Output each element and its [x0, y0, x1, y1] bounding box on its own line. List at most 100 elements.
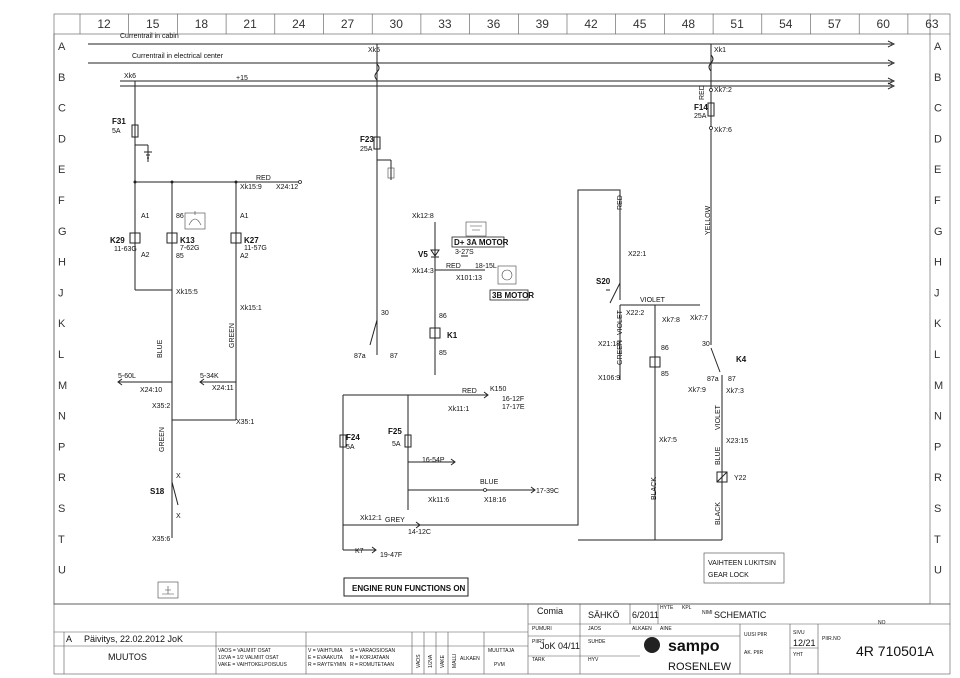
row-letter: S [934, 503, 941, 515]
row-letter: T [58, 534, 65, 546]
tb-schematic: SCHEMATIC [714, 610, 767, 620]
x22-2-label: X22:2 [626, 310, 644, 317]
wire-violet-b: VIOLET [617, 309, 624, 335]
row-letter: G [934, 226, 943, 238]
tb-piirt: PIIRT [532, 639, 545, 645]
k13-85: 85 [176, 253, 184, 260]
row-letter: J [58, 287, 64, 299]
xk7-7-label: Xk7:7 [690, 315, 708, 322]
k1-85: 85 [439, 350, 447, 357]
ref-18-15l: 18-15L [475, 263, 497, 270]
xk14-3-label: Xk14:3 [412, 268, 434, 275]
ref-5-60l: 5-60L [118, 373, 136, 380]
tb-s1: S = VARAOSIOSAN [350, 648, 395, 654]
wire-green-a: GREEN [617, 340, 624, 365]
row-letter: A [934, 41, 942, 53]
k150-label: K150 [490, 386, 506, 393]
tb-hyte: HYTE [660, 605, 674, 611]
row-letter: L [58, 349, 64, 361]
engine-run-title: ENGINE RUN FUNCTIONS ON [352, 584, 466, 593]
f23-fuse [373, 136, 381, 150]
f24-rating: 5A [346, 444, 355, 451]
y22-label: Y22 [734, 475, 747, 482]
k1-label: K1 [447, 331, 458, 340]
ref-17-17e: 17-17E [502, 404, 525, 411]
wire-red-c: RED [617, 195, 624, 210]
k4-87a: 87a [707, 376, 719, 383]
row-letter: N [58, 411, 66, 423]
row-letter: B [934, 72, 941, 84]
row-letter: E [934, 164, 941, 176]
column-number: 63 [925, 17, 939, 31]
xk7-2-label: Xk7:2 [714, 87, 732, 94]
v5-diode [430, 249, 440, 257]
rail-center-label: Currentrail in electrical center [132, 53, 224, 60]
row-letter: D [934, 133, 942, 145]
row-letter: U [934, 565, 942, 577]
title-block: Comia SÄHKÖ 6/2011 HYTE KPL NIMI SCHEMAT… [53, 603, 951, 675]
tb-alkaen-h: ALKAEN [632, 626, 652, 632]
f31-rating: 5A [112, 128, 121, 135]
xk7-9-label: Xk7:9 [688, 387, 706, 394]
gear-lock-box [703, 552, 785, 584]
k4-coil [649, 356, 661, 368]
column-number: 39 [536, 17, 550, 31]
x35-2-label: X35:2 [152, 403, 170, 410]
k4-30: 30 [702, 341, 710, 348]
k1-86: 86 [439, 313, 447, 320]
tb-vaos2: 1/2VA = 1/2 VALMIIT OSAT [218, 655, 279, 661]
f14-rating: 25A [694, 113, 707, 120]
row-letter: D [58, 133, 66, 145]
ref-3-27s: 3-27S [455, 249, 474, 256]
row-letter: M [58, 380, 67, 392]
x35-6-label: X35:6 [152, 536, 170, 543]
f31-label: F31 [112, 117, 126, 126]
row-letter: P [58, 441, 65, 453]
k29-ref: 11-63G [114, 246, 137, 253]
tb-pvm: PVM [494, 662, 505, 668]
row-letter: R [934, 472, 942, 484]
plus15-label: +15 [236, 75, 248, 82]
x35-1-label: X35:1 [236, 419, 254, 426]
k13-86: 86 [176, 213, 184, 220]
tb-page: 12/21 [793, 638, 816, 648]
row-letter: U [58, 565, 66, 577]
tb-sampo: sampo [668, 638, 720, 655]
sampo-logo-icon [644, 637, 660, 653]
tb-rev: A [66, 634, 72, 644]
s18-x-bottom: X [176, 513, 181, 520]
s18-switch [171, 481, 179, 506]
tb-s3: R = ROMUTETAAN [350, 662, 394, 668]
row-letter: F [58, 195, 65, 207]
x24-10-label: X24:10 [140, 387, 162, 394]
tb-no: NO [878, 620, 886, 626]
d3a-motor-label: D+ 3A MOTOR [454, 238, 509, 247]
warning-light-icon [184, 212, 206, 230]
k1-87a: 87a [354, 353, 366, 360]
tb-tark: TARK [532, 657, 546, 663]
tb-hyv: HYV [588, 657, 599, 663]
drawing-frame [53, 13, 951, 605]
xk7-3-label: Xk7:3 [726, 388, 744, 395]
row-letter: L [934, 349, 940, 361]
wire-violet-a: VIOLET [640, 297, 666, 304]
tb-vert-malli: MALLI [452, 654, 458, 668]
column-number: 27 [341, 17, 355, 31]
k1-contact [369, 319, 378, 346]
k13-label: K13 [180, 236, 195, 245]
battery-icon [465, 221, 487, 237]
row-letter: R [58, 472, 66, 484]
row-letter: A [58, 41, 66, 53]
xk11-1-label: Xk11:1 [448, 406, 469, 413]
wire-violet-c: VIOLET [715, 404, 722, 430]
k29-coil [129, 232, 141, 244]
tb-paivitys: Päivitys, 22.02.2012 JoK [84, 634, 183, 644]
k29-a2: A2 [141, 252, 150, 259]
row-letter: M [934, 380, 943, 392]
x106-9-label: X106:9 [598, 375, 620, 382]
tb-vaos1: VAOS = VALMIIT OSAT [218, 648, 271, 654]
k29-label: K29 [110, 236, 125, 245]
row-letter: T [934, 534, 941, 546]
ref-16-54p: 16-54P [422, 457, 445, 464]
